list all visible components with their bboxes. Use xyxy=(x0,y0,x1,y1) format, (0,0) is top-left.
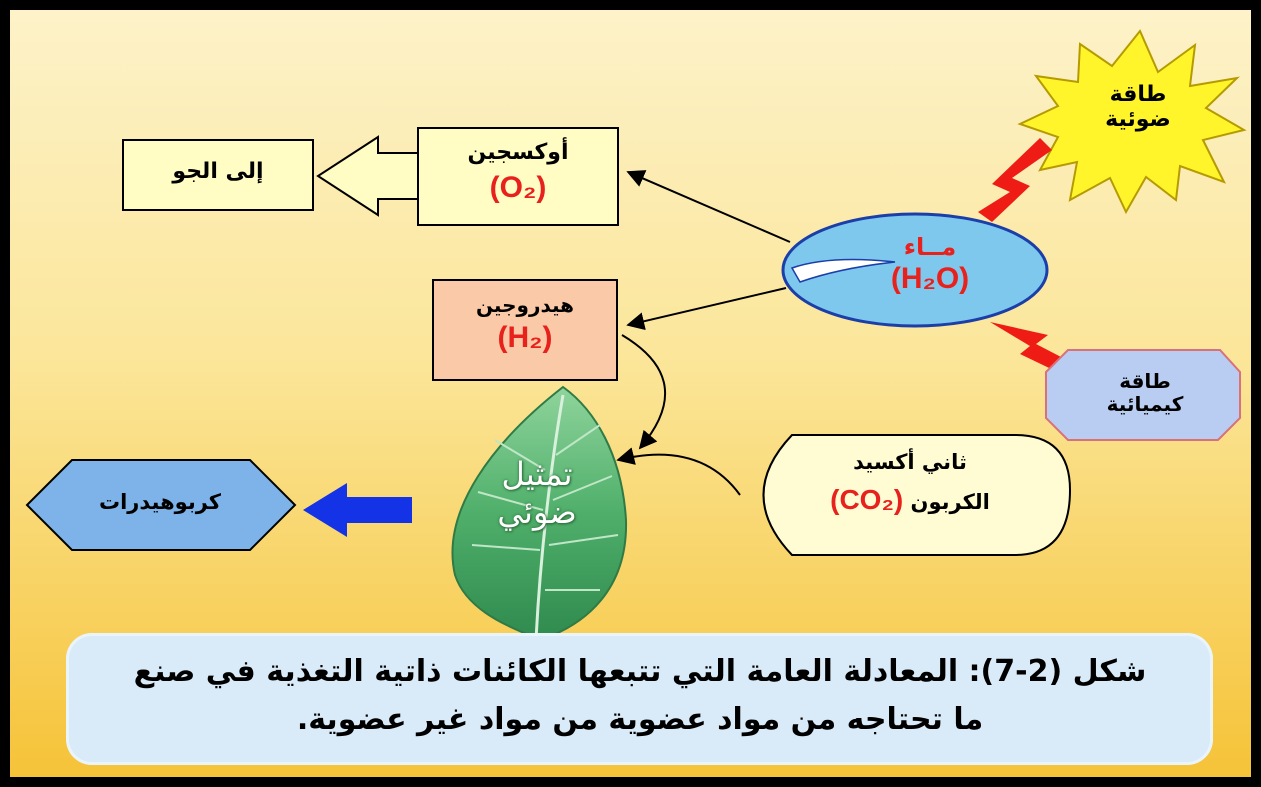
photosynthesis-label: تمثيل ضوئي xyxy=(452,455,622,532)
caption-box xyxy=(66,633,1213,765)
to-atmosphere-label: إلى الجو xyxy=(172,159,264,184)
blue-arrow xyxy=(303,483,412,537)
co2-name: ثاني أكسيد xyxy=(853,450,967,474)
hydrogen-box xyxy=(432,279,618,381)
oxygen-box xyxy=(417,127,619,226)
co2-to-leaf-arrow xyxy=(616,447,741,496)
solar-energy-label: طاقة ضوئية xyxy=(1105,82,1171,133)
to-atmosphere-arrow xyxy=(316,135,419,217)
water-to-oxygen-arrow xyxy=(626,170,791,243)
hydrogen-formula: (H₂) xyxy=(497,321,553,354)
caption-text: شكل (2-7): المعادلة العامة التي تتبعها ا… xyxy=(80,648,1200,744)
carbohydrates-box xyxy=(25,459,297,551)
water-ellipse xyxy=(781,212,1049,328)
co2-label: ثاني أكسيد الكربون (CO₂) xyxy=(780,450,1040,516)
hydrogen-label: هيدروجين (H₂) xyxy=(435,294,615,356)
chemical-energy-label: طاقة كيميائية xyxy=(1106,369,1184,416)
water-highlight xyxy=(790,258,896,283)
oxygen-formula: (O₂) xyxy=(489,171,547,205)
hydrogen-name: هيدروجين xyxy=(475,293,575,317)
photosynthesis-line2: ضوئي xyxy=(497,493,577,532)
water-label: مــاء (H₂O) xyxy=(860,233,1000,296)
to-atmosphere-box xyxy=(122,139,314,211)
caption-line2: ما تحتاجه من مواد عضوية من مواد غير عضوي… xyxy=(296,702,984,737)
carbohydrates-label: كربوهيدرات xyxy=(99,490,221,514)
photosynthesis-line1: تمثيل xyxy=(501,455,573,493)
water-formula: (H₂O) xyxy=(890,261,970,295)
oxygen-name: أوكسجين xyxy=(467,140,569,165)
solar-energy-starburst xyxy=(1017,29,1247,215)
co2-name-2: الكربون xyxy=(910,490,990,515)
co2-box xyxy=(762,434,1072,556)
hydrogen-to-leaf-arrow xyxy=(621,334,666,450)
solar-lightning-bolt xyxy=(978,138,1052,222)
water-to-hydrogen-arrow xyxy=(626,287,787,331)
water-name: مــاء xyxy=(903,233,957,261)
oxygen-label: أوكسجين (O₂) xyxy=(420,140,616,206)
caption-line1: شكل (2-7): المعادلة العامة التي تتبعها ا… xyxy=(133,654,1147,689)
chemical-energy-box xyxy=(1045,349,1241,441)
co2-formula: (CO₂) xyxy=(830,484,904,516)
